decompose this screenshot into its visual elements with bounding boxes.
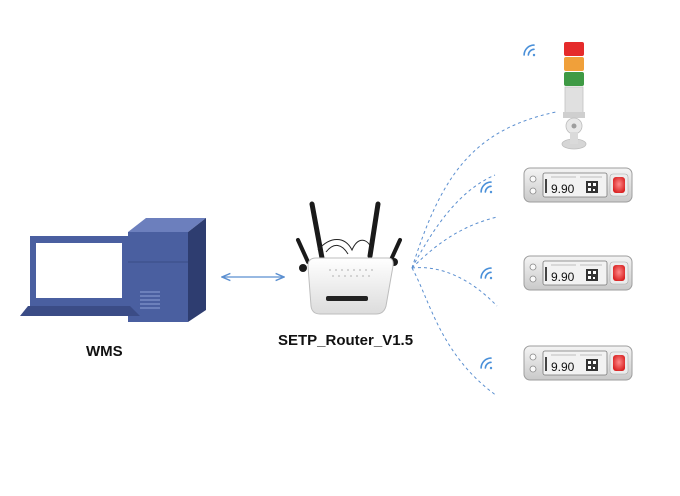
link-to-tag-1b: [411, 216, 498, 269]
wifi-icon: [480, 357, 493, 370]
router-label: SETP_Router_V1.5: [278, 332, 413, 349]
wifi-icon: [480, 267, 493, 280]
link-to-tag-1: [411, 174, 496, 269]
tag-price: 9.90: [551, 270, 575, 284]
wms-label: WMS: [86, 343, 123, 360]
wifi-icon: [480, 181, 493, 194]
tag-price: 9.90: [551, 182, 575, 196]
wifi-icon: [523, 44, 536, 57]
tag-price: 9.90: [551, 360, 575, 374]
link-to-tag-3: [411, 267, 498, 397]
shelf-label-1: 9.90: [523, 167, 633, 203]
router-icon: [296, 201, 402, 315]
wireless-links: [411, 111, 557, 397]
shelf-label-3: 9.90: [523, 345, 633, 381]
shelf-label-2: 9.90: [523, 255, 633, 291]
wms-computer-icon: [20, 218, 206, 322]
link-to-tag-2: [411, 267, 498, 307]
link-to-light-tower: [411, 111, 557, 269]
light-tower-icon: [561, 42, 587, 150]
